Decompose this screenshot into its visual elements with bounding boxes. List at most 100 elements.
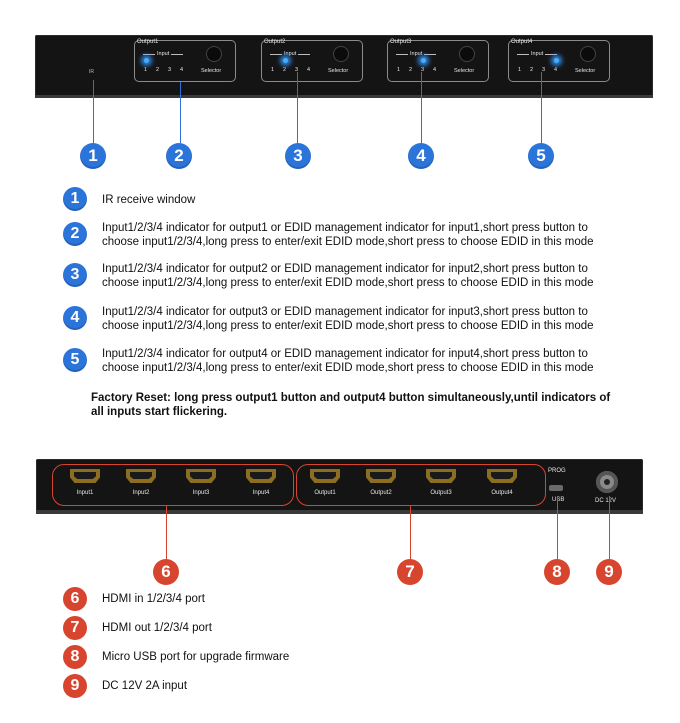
legend-badge-4: 4: [63, 306, 87, 330]
hdmi-input-group: [52, 464, 294, 506]
output1-led-indicator: [144, 58, 149, 63]
legend-text-8: Micro USB port for upgrade firmware: [102, 651, 290, 663]
legend-badge-1: 1: [63, 187, 87, 211]
legend-text-1: IR receive window: [102, 194, 196, 206]
callout-line-3: [297, 72, 298, 143]
hdmi-output2-label: Output2: [370, 490, 392, 496]
hdmi-input3-port[interactable]: [186, 469, 216, 483]
ir-label: IR: [89, 69, 94, 75]
legend-text-2-line2: choose input1/2/3/4,long press to enter/…: [102, 236, 594, 248]
legend-text-5-line1: Input1/2/3/4 indicator for output4 or ED…: [102, 348, 588, 360]
output1-title: Output1: [137, 39, 159, 45]
output1-num-1: 1: [144, 67, 148, 73]
legend-text-6: HDMI in 1/2/3/4 port: [102, 593, 205, 605]
hdmi-input4-label: Input4: [252, 490, 270, 496]
output3-num-2: 2: [409, 67, 413, 73]
usb-label: USB: [552, 497, 565, 503]
legend-text-3-line2: choose input1/2/3/4,long press to enter/…: [102, 277, 594, 289]
output1-num-2: 2: [156, 67, 160, 73]
output2-num-2: 2: [283, 67, 287, 73]
hdmi-input2-label: Input2: [132, 490, 150, 496]
legend-badge-5: 5: [63, 348, 87, 372]
output4-num-4: 4: [554, 67, 558, 73]
hdmi-output3-label: Output3: [430, 490, 452, 496]
rear-panel-edge: [36, 510, 643, 514]
callout-badge-3: 3: [285, 143, 311, 169]
legend-text-5: Input1/2/3/4 indicator for output4 or ED…: [102, 347, 594, 375]
output1-selector-button[interactable]: [207, 47, 221, 61]
output3-num-4: 4: [433, 67, 437, 73]
hdmi-input4-port[interactable]: [246, 469, 276, 483]
output4-selector-button[interactable]: [581, 47, 595, 61]
prog-label: PROG: [548, 468, 566, 474]
legend-badge-3: 3: [63, 263, 87, 287]
factory-reset-line1: Factory Reset: long press output1 button…: [91, 392, 611, 404]
callout-line-7: [410, 506, 411, 559]
output1-num-3: 3: [168, 67, 172, 73]
callout-badge-6: 6: [153, 559, 179, 585]
output2-num-3: 3: [295, 67, 299, 73]
hdmi-output3-port[interactable]: [426, 469, 456, 483]
legend-badge-6: 6: [63, 587, 87, 611]
output2-selector-label: Selector: [328, 68, 349, 74]
output1-input-label: Input: [157, 51, 170, 57]
output1-selector-label: Selector: [201, 68, 222, 74]
callout-line-9: [609, 496, 610, 559]
output1-num-4: 4: [180, 67, 184, 73]
legend-text-5-line2: choose input1/2/3/4,long press to enter/…: [102, 362, 594, 374]
rear-panel: Input1 Input2 Input3 Input4 Output1 Outp…: [36, 459, 643, 511]
callout-line-8: [557, 496, 558, 559]
output2-num-4: 4: [307, 67, 311, 73]
output2-num-1: 1: [271, 67, 275, 73]
output3-num-3: 3: [421, 67, 425, 73]
dc-power-jack[interactable]: [596, 471, 618, 493]
hdmi-output1-label: Output1: [314, 490, 336, 496]
hdmi-input1-port[interactable]: [70, 469, 100, 483]
hdmi-output-group: [296, 464, 546, 506]
legend-text-3-line1: Input1/2/3/4 indicator for output2 or ED…: [102, 263, 588, 275]
hdmi-input3-label: Input3: [192, 490, 210, 496]
output3-selector-label: Selector: [454, 68, 475, 74]
legend-text-4-line2: choose input1/2/3/4,long press to enter/…: [102, 320, 594, 332]
legend-text-4-line1: Input1/2/3/4 indicator for output3 or ED…: [102, 306, 588, 318]
micro-usb-port[interactable]: [549, 485, 563, 491]
hdmi-output4-port[interactable]: [487, 469, 517, 483]
legend-text-7: HDMI out 1/2/3/4 port: [102, 622, 212, 634]
output3-led-indicator: [421, 58, 426, 63]
front-panel-edge: [35, 95, 653, 98]
output4-selector-label: Selector: [575, 68, 596, 74]
legend-text-4: Input1/2/3/4 indicator for output3 or ED…: [102, 305, 594, 333]
hdmi-output4-label: Output4: [491, 490, 513, 496]
callout-line-6: [166, 506, 167, 559]
callout-badge-9: 9: [596, 559, 622, 585]
output1-group: Output1 Input 1 2 3 4 Selector: [134, 39, 236, 82]
callout-line-2: [180, 82, 181, 143]
legend-badge-8: 8: [63, 645, 87, 669]
output2-selector-button[interactable]: [334, 47, 348, 61]
output3-title: Output3: [390, 39, 412, 45]
callout-line-4: [421, 72, 422, 143]
output4-input-label: Input: [531, 51, 544, 57]
hdmi-output2-port[interactable]: [366, 469, 396, 483]
factory-reset-note: Factory Reset: long press output1 button…: [91, 391, 651, 419]
callout-badge-4: 4: [408, 143, 434, 169]
legend-text-9: DC 12V 2A input: [102, 680, 188, 692]
hdmi-input2-port[interactable]: [126, 469, 156, 483]
callout-badge-8: 8: [544, 559, 570, 585]
output2-led-indicator: [283, 58, 288, 63]
legend-text-3: Input1/2/3/4 indicator for output2 or ED…: [102, 262, 594, 290]
callout-badge-1: 1: [80, 143, 106, 169]
output3-num-1: 1: [397, 67, 401, 73]
output2-input-label: Input: [284, 51, 297, 57]
legend-text-2: Input1/2/3/4 indicator for output1 or ED…: [102, 221, 594, 249]
output4-num-2: 2: [530, 67, 534, 73]
output3-selector-button[interactable]: [460, 47, 474, 61]
hdmi-output1-port[interactable]: [310, 469, 340, 483]
output2-group: Output2 Input 1 2 3 4 Selector: [261, 39, 363, 82]
legend-text-2-line1: Input1/2/3/4 indicator for output1 or ED…: [102, 222, 588, 234]
callout-badge-7: 7: [397, 559, 423, 585]
output2-title: Output2: [264, 39, 286, 45]
front-panel: IR Output1 Input 1 2 3 4 Selector Output…: [35, 35, 653, 97]
factory-reset-line2: all inputs start flickering.: [91, 406, 228, 418]
output4-num-1: 1: [518, 67, 522, 73]
